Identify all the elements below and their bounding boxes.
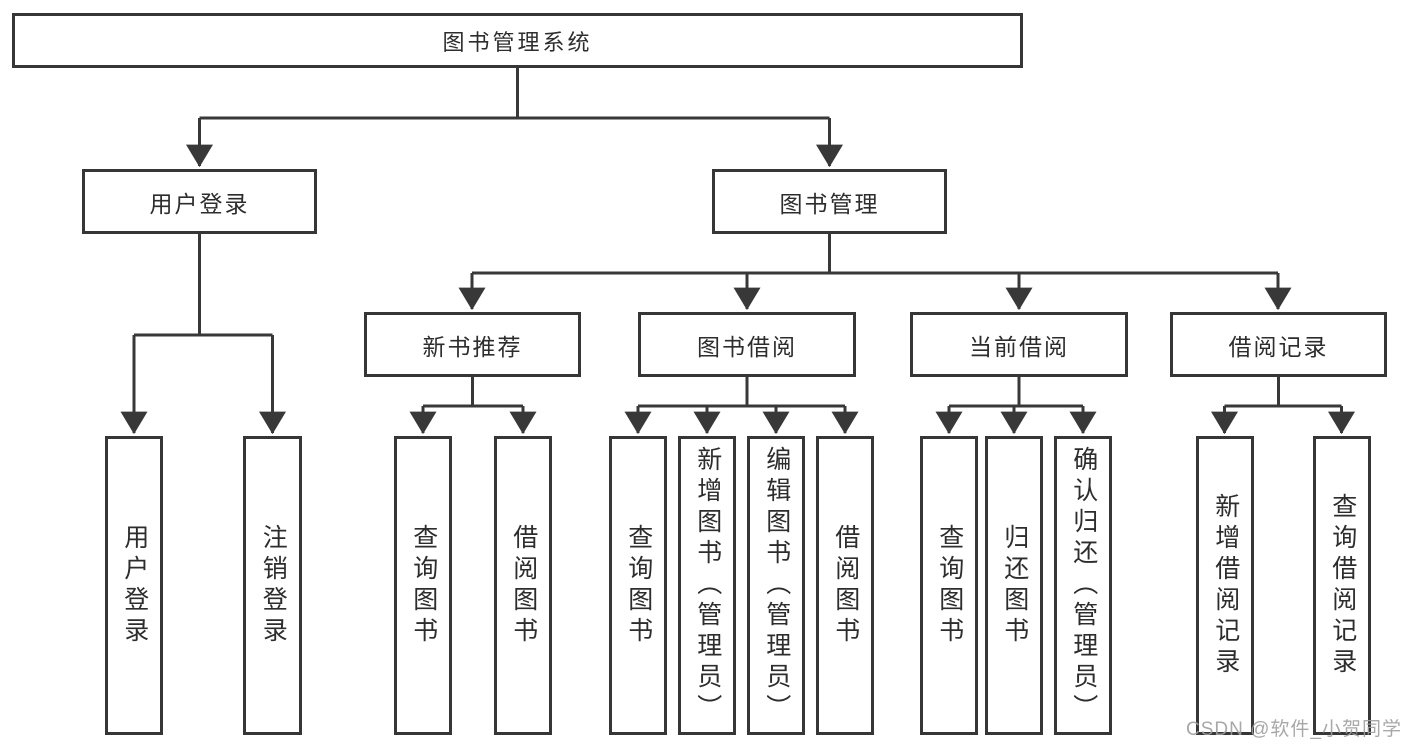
leaf-query-books: 查询图书	[609, 436, 667, 735]
node-label: 图书管理系统	[442, 29, 593, 55]
node-label: 归还图书	[1000, 523, 1029, 648]
csdn-watermark: CSDN @软件_小贺同学	[1186, 719, 1402, 740]
node-label: 注销登录	[259, 523, 288, 648]
leaf-add-books-admin: 新增图书（管理员）	[678, 436, 736, 735]
node-label: 编辑图书（管理员）	[762, 446, 791, 725]
leaf-add-borrow-record: 新增借阅记录	[1196, 436, 1254, 735]
leaf-borrow-books: 借阅图书	[816, 436, 874, 735]
leaf-edit-books-admin: 编辑图书（管理员）	[747, 436, 805, 735]
node-label: 查询借阅记录	[1328, 492, 1357, 679]
node-label: 新书推荐	[422, 333, 523, 360]
connector-root-to-branches	[186, 68, 843, 168]
node-book-borrow: 图书借阅	[638, 312, 856, 377]
node-user-login: 用户登录	[82, 169, 317, 234]
node-label: 查询图书	[935, 523, 964, 648]
leaf-return-books: 归还图书	[985, 436, 1043, 735]
connector-book-borrow-children	[624, 377, 859, 435]
node-system-root: 图书管理系统	[12, 13, 1023, 68]
node-label: 新增借阅记录	[1211, 492, 1240, 679]
node-label: 图书管理	[779, 190, 880, 217]
connector-borrow-record-children	[1211, 377, 1355, 435]
connector-current-borrow-children	[935, 377, 1097, 435]
leaf-logout: 注销登录	[243, 436, 302, 735]
node-borrow-record: 借阅记录	[1170, 312, 1387, 377]
node-label: 借阅图书	[831, 523, 860, 648]
node-label: 图书借阅	[697, 333, 797, 360]
leaf-user-login: 用户登录	[105, 436, 163, 735]
leaf-query-books-current: 查询图书	[920, 436, 978, 735]
node-label: 新增图书（管理员）	[693, 446, 722, 725]
node-current-borrow: 当前借阅	[910, 312, 1128, 377]
connector-book-management-children	[458, 234, 1292, 311]
node-label: 借阅图书	[509, 523, 538, 648]
node-new-book-recommend: 新书推荐	[364, 312, 581, 377]
leaf-borrow-books-recommend: 借阅图书	[494, 436, 552, 735]
connector-new-book-children	[409, 377, 537, 435]
node-label: 借阅记录	[1228, 333, 1329, 360]
node-label: 查询图书	[624, 523, 653, 648]
node-label: 查询图书	[409, 523, 438, 648]
connector-user-login-children	[120, 234, 286, 435]
leaf-query-borrow-record: 查询借阅记录	[1313, 436, 1371, 735]
leaf-confirm-return-admin: 确认归还（管理员）	[1054, 436, 1112, 735]
node-label: 用户登录	[149, 190, 250, 217]
node-book-management: 图书管理	[712, 169, 947, 234]
node-label: 当前借阅	[969, 333, 1069, 360]
leaf-query-books-recommend: 查询图书	[394, 436, 452, 735]
node-label: 确认归还（管理员）	[1069, 446, 1098, 725]
node-label: 用户登录	[120, 523, 149, 648]
